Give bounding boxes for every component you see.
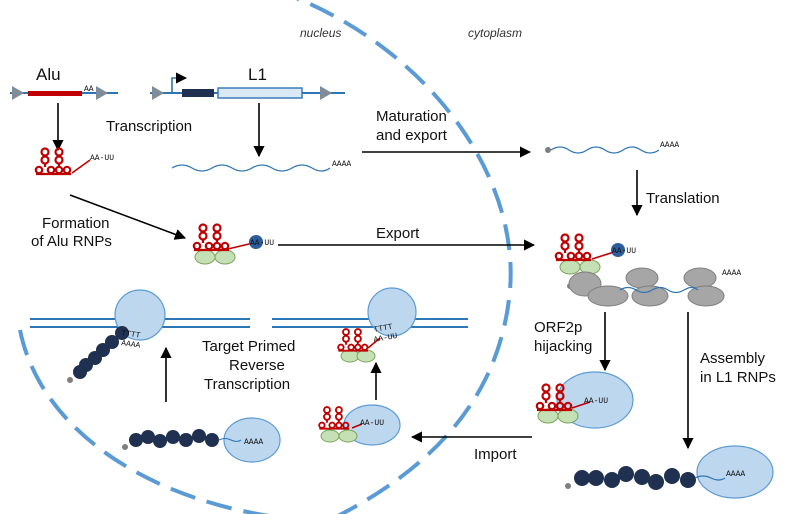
assembly-label-2: in L1 RNPs (700, 369, 776, 386)
l1-mrna-cytoplasm (550, 146, 660, 154)
orf2p-label-1: ORF2p (534, 319, 583, 336)
alu-rnp-orf2p-cytoplasm: AA-UU (535, 371, 634, 429)
alu-gene-label: Alu (36, 65, 61, 84)
polya-ribosome: AAAA (722, 269, 741, 278)
nucleus-label: nucleus (300, 26, 342, 40)
transcription-label: Transcription (106, 118, 193, 135)
tprt-site-l1: TTTT AAAA (30, 289, 250, 383)
alu-tail-cytoplasm: AA-UU (612, 247, 636, 256)
polya-l1-rnp-cyto: AAAA (726, 470, 745, 479)
alu-tail-orf2p: AA-UU (584, 397, 608, 406)
translating-ribosomes: AA-UU AAAA (554, 233, 741, 307)
polya-cytoplasm: AAAA (660, 141, 679, 150)
translation-label: Translation (646, 190, 720, 207)
svg-text:AA-UU: AA-UU (373, 332, 398, 345)
svg-text:AAAA: AAAA (121, 339, 141, 351)
export-label: Export (376, 225, 420, 242)
maturation-label-1: Maturation (376, 108, 447, 125)
l1-rnp-nucleus: AAAA (122, 417, 281, 463)
alu-tail-free: AA-UU (90, 154, 114, 163)
formation-label-2: of Alu RNPs (31, 233, 112, 250)
tprt-label-2: Reverse (229, 357, 285, 374)
tprt-site-alu: TTTT AA-UU (272, 287, 468, 363)
tprt-label-3: Transcription (204, 376, 291, 393)
alu-gene-tail: AA (84, 85, 94, 94)
svg-text:TTTT: TTTT (121, 329, 141, 341)
l1-mrna-nucleus (171, 164, 331, 172)
tprt-label-1: Target Primed (202, 338, 296, 355)
alu-rnp-nucleus: AA-UU (192, 223, 274, 265)
cytoplasm-label: cytoplasm (468, 26, 523, 40)
l1-gene (150, 72, 345, 100)
polya-l1-rnp-nucleus: AAAA (244, 438, 263, 447)
formation-label-1: Formation (42, 215, 110, 232)
import-label: Import (474, 446, 517, 463)
orf2p-label-2: hijacking (534, 338, 593, 355)
alu-tail-rnp-nucleus: AA-UU (250, 239, 274, 248)
maturation-label-2: and export (376, 127, 447, 144)
alu-gene: AA (10, 85, 118, 100)
l1-rnp-cytoplasm: AAAA (565, 445, 774, 499)
alu-rnp-nucleus-import: AA-UU (318, 404, 401, 446)
nuclear-envelope (18, 0, 513, 514)
l1-gene-label: L1 (248, 65, 267, 84)
polya-nucleus: AAAA (332, 160, 351, 169)
assembly-label-1: Assembly (700, 350, 766, 367)
svg-text:TTTT: TTTT (373, 323, 394, 335)
alu-rna-free (34, 147, 73, 176)
alu-tail-import: AA-UU (360, 419, 384, 428)
